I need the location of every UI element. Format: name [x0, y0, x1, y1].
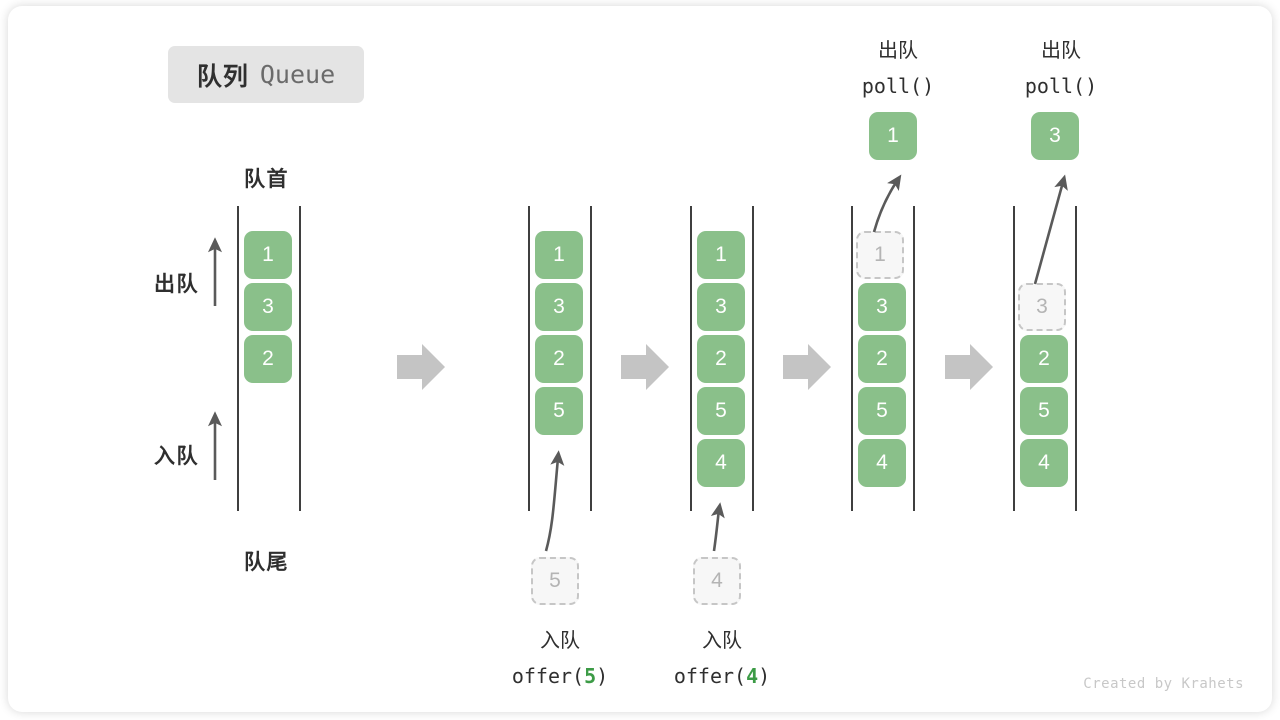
offer-suffix: ) [758, 664, 771, 688]
title-badge: 队列 Queue [168, 46, 364, 103]
arrows-overlay [207, 174, 1068, 552]
queue-rail-left-5 [1013, 206, 1015, 511]
offer-prefix: offer( [511, 664, 585, 688]
caption-offer-4-cn: 入队 [702, 630, 742, 652]
queue-rail-right-4 [913, 206, 915, 511]
front-label: 队首 [244, 168, 289, 191]
queue-stage-4-cells: 3 2 5 4 [858, 283, 906, 487]
queue-rail-right-1 [299, 206, 301, 511]
queue-cell: 2 [244, 335, 292, 383]
ghost-cell-offer-5: 5 [531, 557, 579, 605]
queue-cell: 1 [697, 231, 745, 279]
popped-cell-3: 3 [1031, 112, 1079, 160]
caption-offer-5-cn: 入队 [540, 630, 580, 652]
stage-separator-arrow-4 [945, 344, 993, 390]
caption-poll-1: 出队 poll() [808, 34, 988, 104]
queue-rail-right-5 [1075, 206, 1077, 511]
caption-offer-5: 入队 offer(5) [470, 624, 650, 695]
queue-cell: 1 [244, 231, 292, 279]
queue-rail-left-1 [237, 206, 239, 511]
queue-rail-left-2 [528, 206, 530, 511]
ghost-cell-poll-1: 1 [856, 231, 904, 279]
queue-cell: 5 [1020, 387, 1068, 435]
stage-separator-arrow-1 [397, 344, 445, 390]
queue-rail-left-4 [851, 206, 853, 511]
queue-cell: 5 [535, 387, 583, 435]
queue-cell: 3 [535, 283, 583, 331]
queue-cell: 3 [697, 283, 745, 331]
diagram-card: 队列 Queue 队首 队尾 出队 入队 1 3 2 1 3 2 5 5 入队 … [8, 6, 1272, 712]
queue-cell: 5 [858, 387, 906, 435]
queue-cell: 3 [244, 283, 292, 331]
queue-cell: 4 [697, 439, 745, 487]
credit-text: Created by Krahets [1083, 676, 1244, 692]
queue-cell: 2 [1020, 335, 1068, 383]
offer-arg: 5 [584, 664, 597, 688]
queue-cell: 2 [535, 335, 583, 383]
queue-rail-left-3 [690, 206, 692, 511]
dequeue-label: 出队 [154, 273, 199, 296]
caption-offer-4-code: offer(4) [632, 659, 812, 695]
rear-label: 队尾 [244, 551, 289, 574]
caption-offer-4: 入队 offer(4) [632, 624, 812, 695]
queue-rail-right-3 [752, 206, 754, 511]
stage-separator-arrow-2 [621, 344, 669, 390]
queue-cell: 2 [697, 335, 745, 383]
queue-cell: 2 [858, 335, 906, 383]
ghost-cell-poll-3: 3 [1018, 283, 1066, 331]
enqueue-label: 入队 [154, 445, 199, 468]
offer-prefix: offer( [673, 664, 747, 688]
queue-stage-5-cells: 2 5 4 [1020, 335, 1068, 487]
offer-5-motion-arrow [544, 450, 565, 552]
queue-stage-1-cells: 1 3 2 [244, 231, 292, 383]
popped-cell-1: 1 [869, 112, 917, 160]
queue-stage-2-cells: 1 3 2 5 [535, 231, 583, 435]
queue-stage-3-cells: 1 3 2 5 4 [697, 231, 745, 487]
offer-4-motion-arrow [710, 502, 725, 552]
title-chinese: 队列 [196, 62, 249, 91]
queue-cell: 4 [1020, 439, 1068, 487]
caption-offer-5-code: offer(5) [470, 659, 650, 695]
offer-arg: 4 [746, 664, 759, 688]
caption-poll-3-cn: 出队 [1041, 40, 1081, 62]
title-english: Queue [259, 60, 336, 89]
caption-poll-3-code: poll() [1024, 74, 1098, 98]
caption-poll-3: 出队 poll() [971, 34, 1151, 104]
queue-cell: 4 [858, 439, 906, 487]
queue-cell: 3 [858, 283, 906, 331]
poll-1-motion-arrow [872, 174, 902, 233]
stage-separator-arrow-3 [783, 344, 831, 390]
poll-3-motion-arrow [1033, 174, 1068, 285]
offer-suffix: ) [596, 664, 609, 688]
queue-rail-right-2 [590, 206, 592, 511]
caption-poll-1-cn: 出队 [878, 40, 918, 62]
ghost-cell-offer-4: 4 [693, 557, 741, 605]
queue-cell: 5 [697, 387, 745, 435]
queue-cell: 1 [535, 231, 583, 279]
caption-poll-1-code: poll() [861, 74, 935, 98]
